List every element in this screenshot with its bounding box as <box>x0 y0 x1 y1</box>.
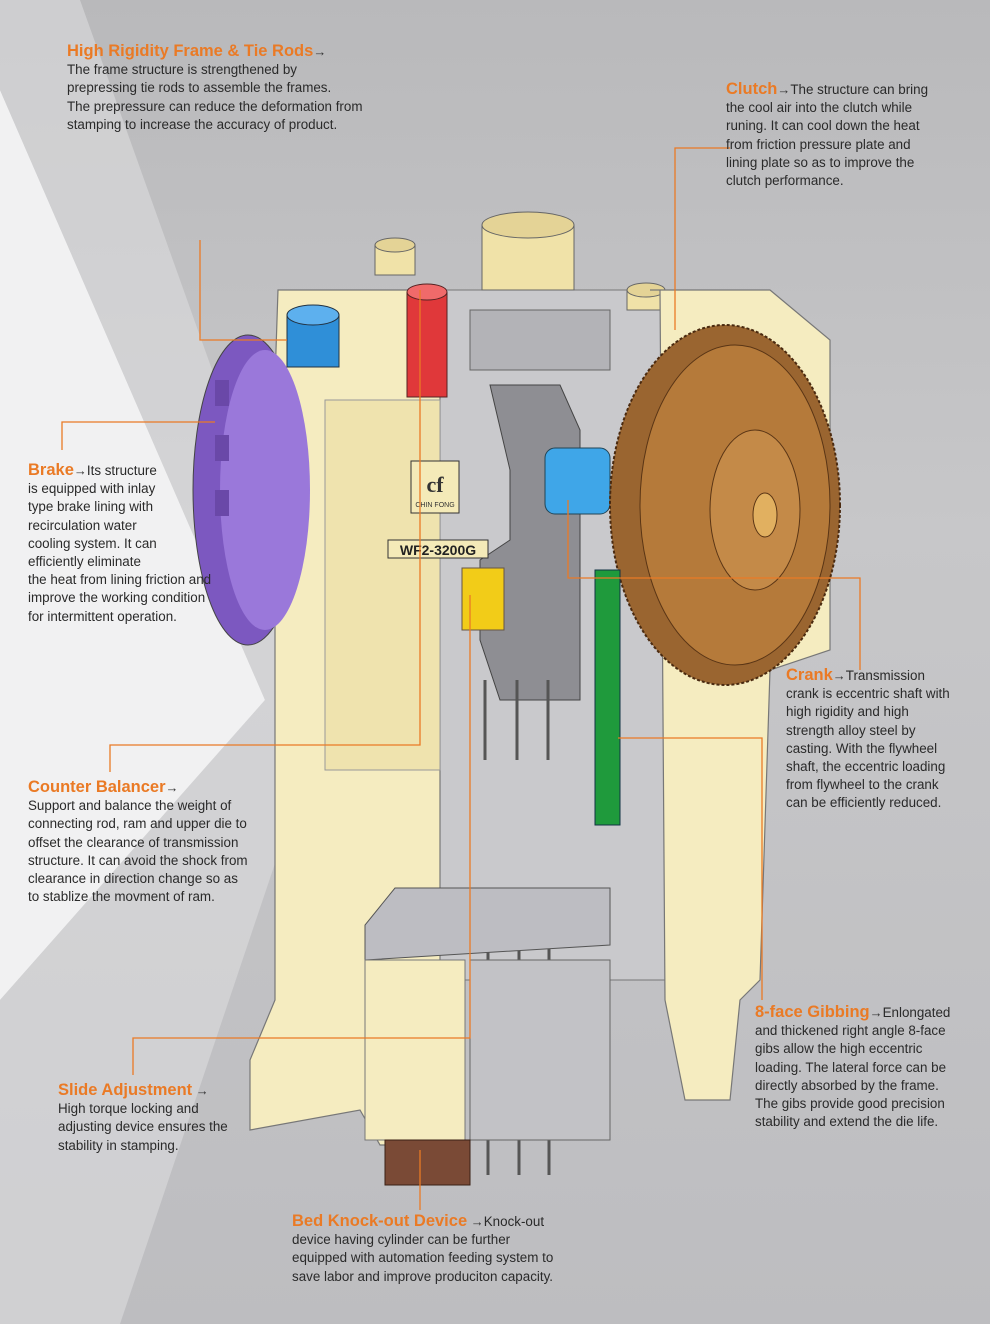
chin-fong-logo-plate: cf CHIN FONG <box>410 460 460 514</box>
callout-frame: High Rigidity Frame & Tie Rods→ The fram… <box>67 42 363 132</box>
flywheel-gear <box>609 324 841 686</box>
callout-gibbing: 8-face Gibbing→Enlongated and thickened … <box>755 1003 951 1130</box>
leader-lines <box>61 147 861 1210</box>
red-cylinder <box>406 283 448 398</box>
model-plate: WF2-3200G <box>400 542 476 558</box>
top-cylinder <box>374 211 666 311</box>
crank-shaft <box>544 447 611 515</box>
knockout-device <box>384 1139 471 1186</box>
callout-slide-adjustment: Slide Adjustment → High torque locking a… <box>58 1081 228 1153</box>
svg-text:cf: cf <box>426 472 444 497</box>
callout-crank: Crank→Transmission crank is eccentric sh… <box>786 666 950 811</box>
yellow-block <box>461 567 505 631</box>
brake-disc <box>192 334 310 646</box>
callout-clutch: Clutch→The structure can bring the cool … <box>726 80 929 189</box>
callout-brake: Brake→Its structure is equipped with inl… <box>28 461 212 624</box>
blue-cylinder <box>286 304 340 368</box>
green-gib <box>594 569 621 826</box>
bolster-bed <box>364 887 611 1141</box>
callout-counter-balancer: Counter Balancer→ Support and balance th… <box>28 778 248 905</box>
svg-text:CHIN FONG: CHIN FONG <box>415 502 454 509</box>
callout-bed-knockout: Bed Knock-out Device →Knock-out device h… <box>292 1212 554 1284</box>
